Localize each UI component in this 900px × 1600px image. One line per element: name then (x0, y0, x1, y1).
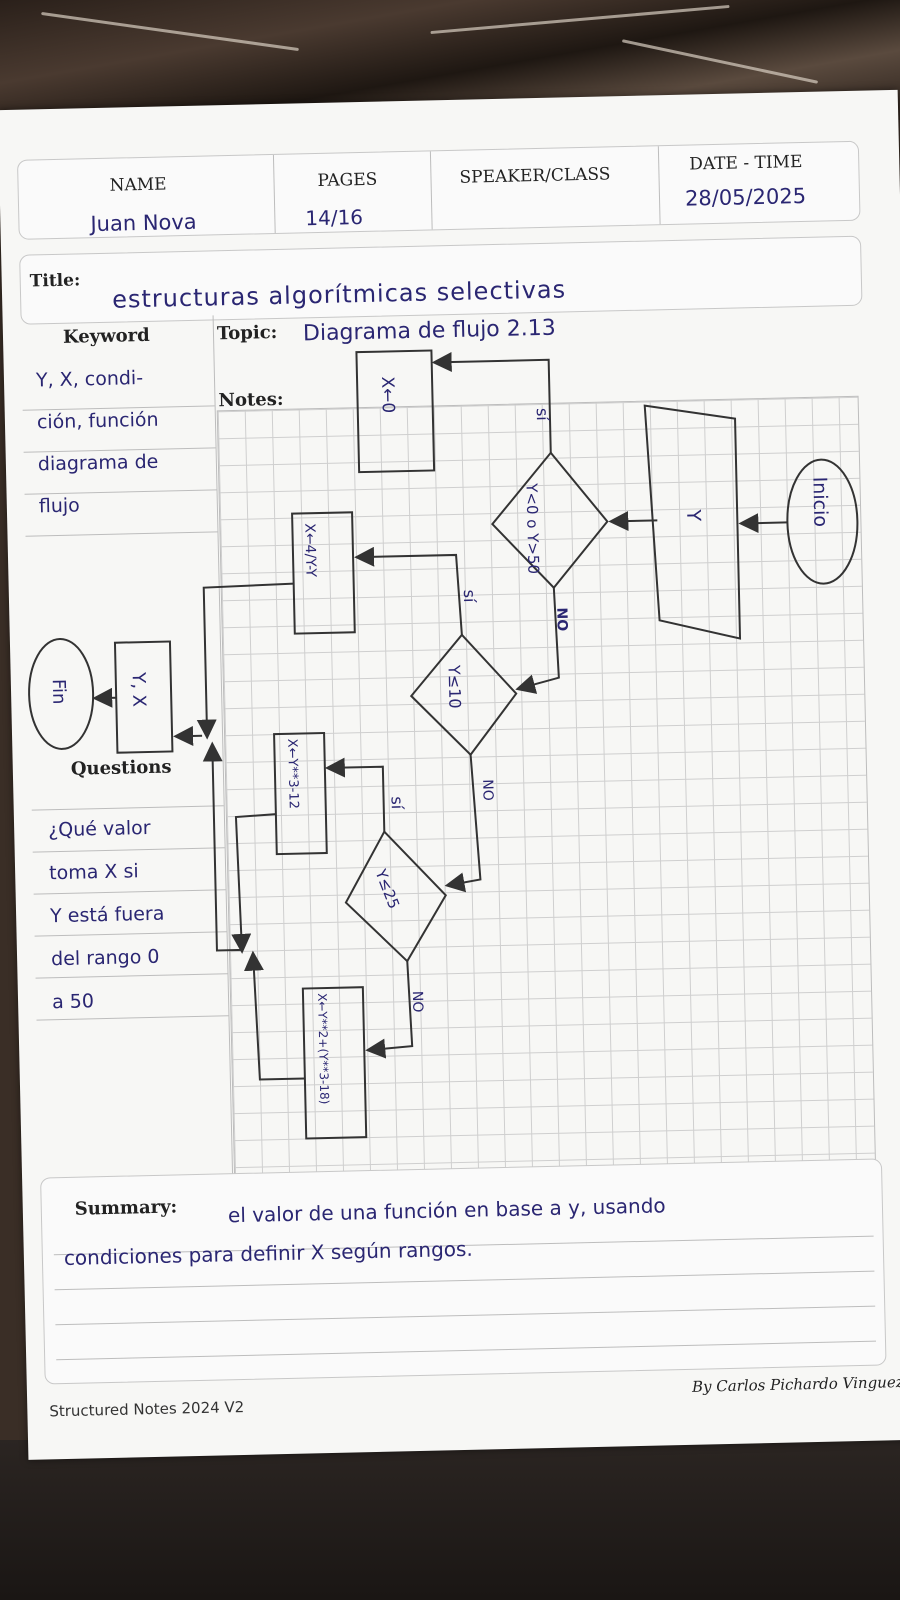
summary-label: Summary: (74, 1196, 178, 1220)
end-label: Fin (48, 679, 70, 705)
connector (243, 950, 305, 1081)
start-label: Inicio (808, 476, 831, 527)
connector (431, 352, 552, 453)
decision-2-label: Y≤10 (445, 664, 465, 709)
template-footer: Structured Notes 2024 V2 (49, 1397, 245, 1421)
connector (444, 754, 482, 893)
notes-sheet: NAME PAGES SPEAKER/CLASS DATE - TIME Jua… (0, 89, 900, 1460)
assign-box-3 (273, 731, 328, 856)
connector (738, 513, 788, 534)
connector (231, 813, 276, 954)
connector (515, 587, 560, 694)
input-label: Y (682, 508, 704, 521)
assign-box-4 (301, 986, 368, 1140)
marble-vein (621, 39, 819, 84)
connector (365, 961, 414, 1059)
input-shape (643, 404, 742, 640)
decision-3-label: Y≤25 (371, 866, 403, 912)
assign-box-2 (291, 511, 356, 635)
decision-1-label: Y<0 o Y>50 (522, 482, 542, 574)
no-3-label: NO (409, 991, 425, 1013)
output-label: Y, X (128, 671, 150, 707)
yes-3-label: sí (388, 796, 407, 810)
assign-box-1 (355, 349, 436, 474)
connector (608, 511, 658, 532)
marble-vein (430, 4, 730, 35)
flowchart: Inicio Y Y<0 o Y>50 X←0 sí NO Y≤10 X←4/Y… (28, 349, 859, 1140)
connector (354, 546, 463, 635)
yes-1-label: sí (533, 408, 552, 422)
assign-2-label: X←4/Y-Y (301, 523, 318, 578)
yes-2-label: sí (460, 589, 479, 603)
connector (324, 757, 386, 832)
output-box (113, 640, 174, 754)
connector (196, 582, 294, 740)
no-2-label: NO (479, 779, 495, 801)
marble-vein (41, 11, 299, 52)
connector (173, 725, 203, 746)
credit-footer: By Carlos Pichardo Vinguez (691, 1373, 900, 1396)
connector (202, 741, 243, 952)
table-surface-bottom (0, 1440, 900, 1600)
no-1-label: NO (553, 607, 570, 631)
assign-4-label: X←Y**2+(Y**3-18) (315, 993, 332, 1105)
decision-1 (491, 451, 609, 590)
assign-1-label: X←0 (377, 376, 398, 413)
assign-3-label: X←Y**3-12 (284, 739, 301, 810)
